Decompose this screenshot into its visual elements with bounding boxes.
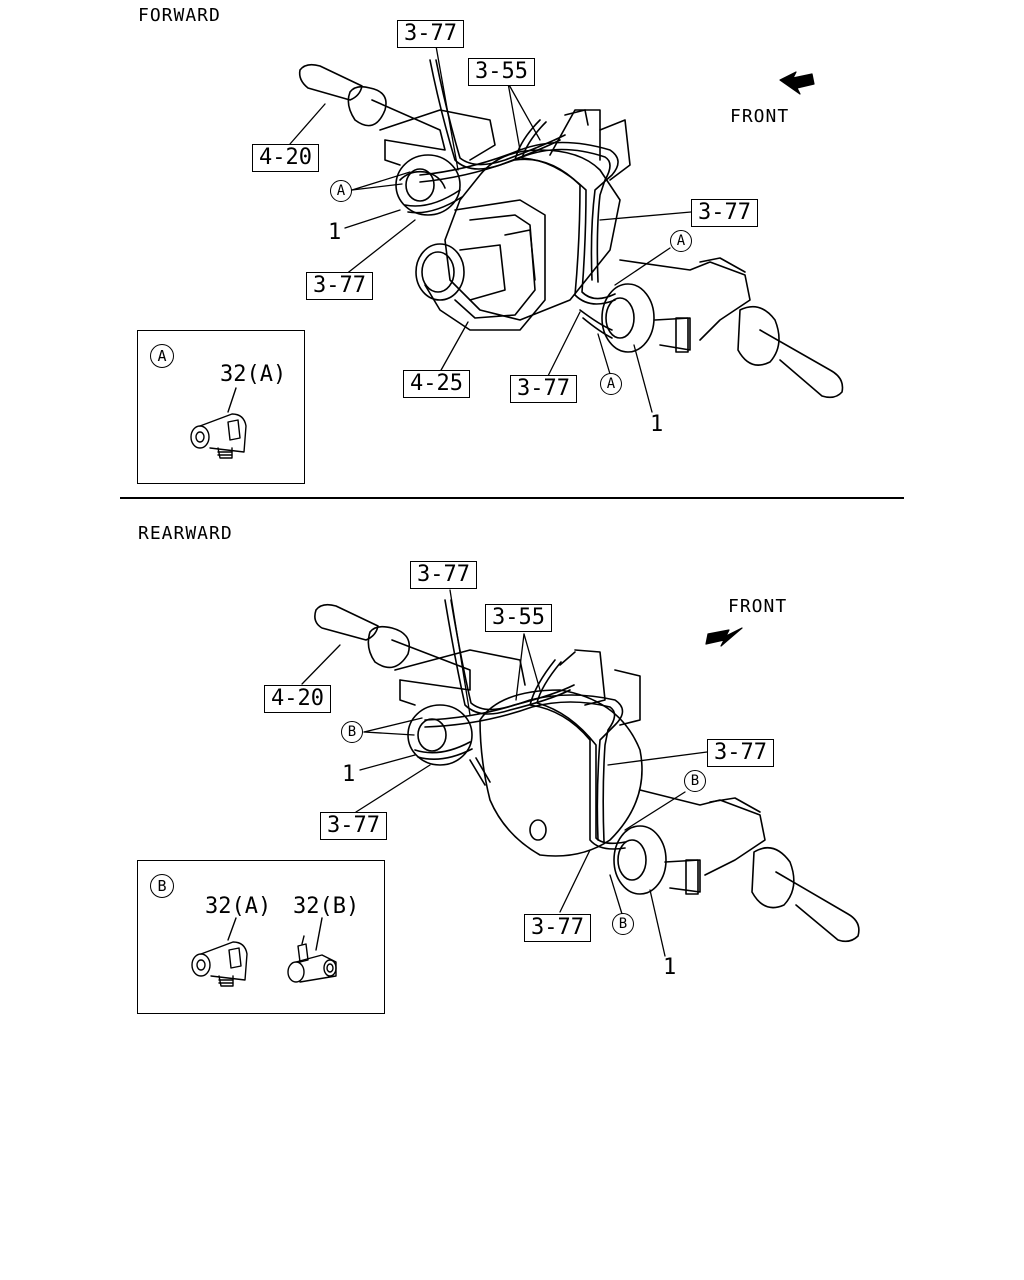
rearward-marker-b-bottom: B: [612, 913, 634, 935]
fitting-32b-icon: [287, 917, 337, 983]
forward-marker-a-left: A: [330, 180, 352, 202]
forward-part-1-right: 1: [650, 412, 664, 437]
forward-ref-3-77-bottom[interactable]: 3-77: [510, 375, 577, 403]
rearward-part-1-right: 1: [663, 955, 677, 980]
rearward-front-arrow-icon: [705, 627, 743, 647]
rearward-ref-3-77-bottom[interactable]: 3-77: [524, 914, 591, 942]
rearward-leader-lines: [301, 589, 708, 957]
forward-ref-3-77-right[interactable]: 3-77: [691, 199, 758, 227]
forward-part-1-left: 1: [328, 220, 342, 245]
section-divider: [120, 497, 904, 499]
fitting-32a-b-icon: [191, 917, 248, 987]
forward-ref-3-55[interactable]: 3-55: [468, 58, 535, 86]
rearward-marker-b-right: B: [684, 770, 706, 792]
forward-ref-4-20[interactable]: 4-20: [252, 144, 319, 172]
rearward-ref-4-20[interactable]: 4-20: [264, 685, 331, 713]
fitting-32a-icon: [190, 387, 247, 459]
rearward-ref-3-77-top[interactable]: 3-77: [410, 561, 477, 589]
forward-marker-a-right: A: [670, 230, 692, 252]
forward-detail-part-32a: 32(A): [220, 362, 287, 387]
rearward-axle-assembly: [314, 599, 860, 943]
forward-marker-a-bottom: A: [600, 373, 622, 395]
rearward-section-title: REARWARD: [138, 523, 233, 544]
rearward-ref-3-55[interactable]: 3-55: [485, 604, 552, 632]
forward-ref-3-77-left[interactable]: 3-77: [306, 272, 373, 300]
rearward-ref-3-77-left[interactable]: 3-77: [320, 812, 387, 840]
forward-front-label: FRONT: [730, 106, 790, 127]
forward-leader-lines: [289, 45, 692, 413]
forward-ref-3-77-top[interactable]: 3-77: [397, 20, 464, 48]
forward-detail-box: [137, 330, 305, 484]
rearward-marker-b-left: B: [341, 721, 363, 743]
rearward-front-label: FRONT: [728, 596, 788, 617]
forward-detail-marker: A: [150, 344, 174, 368]
rearward-ref-3-77-right[interactable]: 3-77: [707, 739, 774, 767]
forward-front-arrow-icon: [779, 71, 815, 95]
rearward-part-1-left: 1: [342, 762, 356, 787]
forward-ref-4-25[interactable]: 4-25: [403, 370, 470, 398]
rearward-detail-box: [137, 860, 385, 1014]
rearward-detail-part-32b: 32(B): [293, 894, 360, 919]
rearward-detail-marker: B: [150, 874, 174, 898]
forward-section-title: FORWARD: [138, 5, 221, 26]
rearward-detail-part-32a: 32(A): [205, 894, 272, 919]
